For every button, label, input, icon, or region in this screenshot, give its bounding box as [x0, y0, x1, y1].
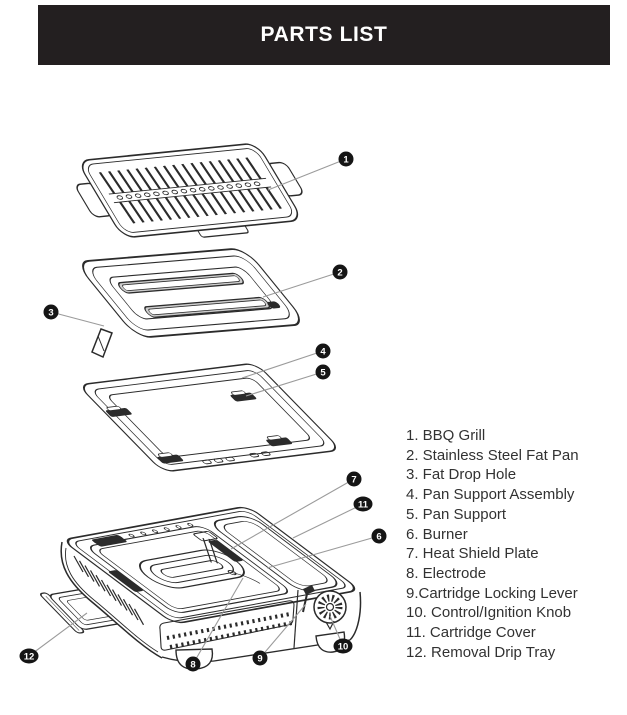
svg-text:4: 4: [320, 346, 326, 357]
parts-list-item: 6. Burner: [406, 525, 468, 543]
burner-drawing: [138, 549, 245, 589]
parts-list-item: 10. Control/Ignition Knob: [406, 604, 572, 622]
callout-11: 11: [292, 496, 373, 539]
pan-support-clip: [105, 405, 132, 417]
callout-3: 3: [43, 304, 105, 327]
fat-pan-leg-line: [97, 335, 105, 352]
callout-12: 12: [19, 612, 88, 664]
pan-support-frame-drawing: [82, 363, 337, 472]
parts-list-item: 3. Fat Drop Hole: [406, 466, 517, 484]
parts-list-item: 5. Pan Support: [406, 505, 507, 523]
svg-text:10: 10: [338, 641, 349, 652]
grill-plate-drawing: [76, 143, 303, 238]
left-vent-slats: [73, 555, 145, 626]
svg-text:6: 6: [376, 531, 381, 542]
parts-list-item: 8. Electrode: [406, 564, 487, 582]
parts-list: 1. BBQ Grill 2. Stainless Steel Fat Pan 3.…: [406, 426, 624, 662]
pan-support-clip: [157, 452, 184, 464]
svg-text:12: 12: [24, 651, 35, 662]
parts-list-item: 1. BBQ Grill: [406, 427, 486, 444]
pan-support-clip: [266, 435, 293, 447]
callout-1: 1: [267, 151, 354, 191]
page-title: PARTS LIST: [260, 23, 388, 46]
heat-shield-plate: [208, 539, 243, 562]
cartridge-cover-drawing: [213, 516, 338, 592]
callout-8: 8: [185, 577, 244, 672]
parts-list-item: 4. Pan Support Assembly: [406, 486, 575, 504]
fat-pan-drawing: [82, 248, 300, 338]
svg-text:8: 8: [190, 659, 195, 670]
electrode-drawing: [227, 570, 261, 584]
svg-text:5: 5: [320, 367, 326, 378]
grill-slots: [116, 181, 261, 200]
callout-4: 4: [241, 343, 331, 379]
callout-10: 10: [329, 615, 353, 654]
parts-list-item: 2. Stainless Steel Fat Pan: [406, 446, 579, 464]
parts-list-item: 7. Heat Shield Plate: [406, 545, 539, 563]
fat-pan-leg: [91, 328, 113, 359]
callout-9: 9: [252, 603, 307, 666]
svg-text:3: 3: [48, 307, 53, 318]
frame-foot-slots: [202, 451, 271, 465]
parts-list-item: 9.Cartridge Locking Lever: [406, 584, 578, 602]
svg-text:7: 7: [351, 474, 356, 485]
svg-text:1: 1: [343, 154, 349, 165]
svg-text:9: 9: [257, 653, 262, 664]
header-bar: PARTS LIST: [38, 5, 610, 65]
svg-text:2: 2: [337, 267, 342, 278]
callout-7: 7: [230, 471, 362, 550]
callout-6: 6: [266, 528, 387, 569]
heat-shield-plate: [92, 535, 127, 547]
svg-text:11: 11: [358, 499, 369, 510]
locking-lever-drawing: [302, 585, 315, 613]
main-body-drawing: [60, 506, 362, 670]
heat-shield-plate: [108, 570, 143, 592]
callout-2: 2: [262, 264, 348, 298]
parts-list-item: 12. Removal Drip Tray: [406, 643, 556, 661]
parts-list-item: 11. Cartridge Cover: [406, 624, 536, 642]
callout-5: 5: [245, 364, 331, 397]
